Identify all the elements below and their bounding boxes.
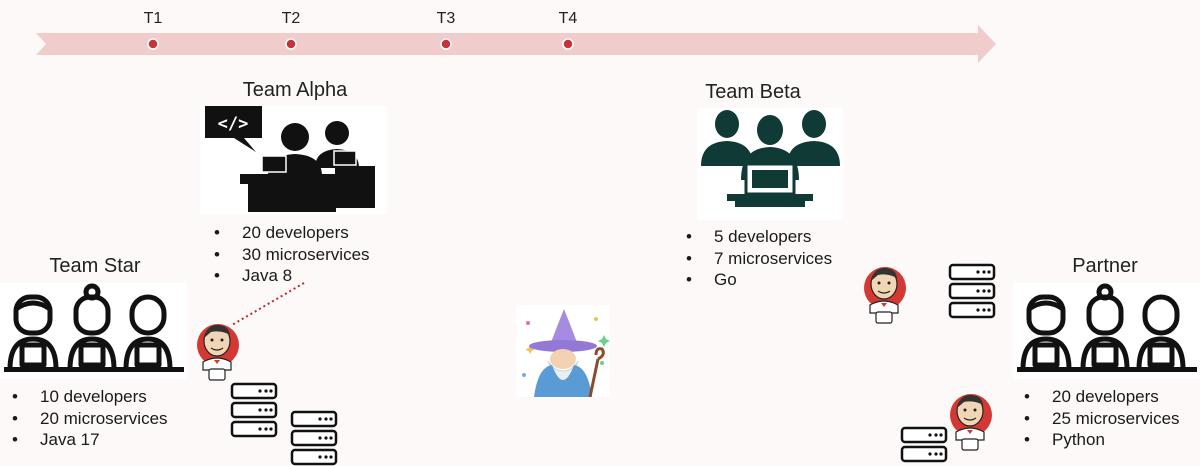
timeline-tick-label: T4 (558, 10, 578, 27)
timeline-tick-label: T2 (281, 10, 301, 27)
team-laptop-icon (701, 110, 840, 207)
developers-group-icon (4, 283, 184, 372)
developers-group-icon (1017, 283, 1197, 372)
list-item: 5 developers (684, 226, 832, 248)
timeline-tick-label: T1 (143, 10, 163, 27)
list-item: Go (684, 269, 832, 291)
team-star-title: Team Star (49, 255, 141, 277)
wizard-image (516, 305, 610, 397)
team-alpha-image: </> (200, 106, 387, 214)
list-item: 10 developers (10, 386, 168, 408)
team-star-facts: 10 developers 20 microservices Java 17 (10, 386, 168, 451)
list-item: Python (1022, 429, 1180, 451)
timeline-arrow (36, 25, 996, 63)
jenkins-butler-icon (864, 267, 906, 324)
svg-text:</>: </> (218, 114, 249, 134)
list-item: 20 developers (212, 222, 370, 244)
timeline (36, 25, 996, 63)
partner-title: Partner (1072, 255, 1138, 277)
list-item: 20 microservices (10, 408, 168, 430)
timeline-dot (147, 38, 159, 50)
server-stack-icon (948, 263, 996, 319)
list-item: 7 microservices (684, 248, 832, 270)
team-alpha-facts: 20 developers 30 microservices Java 8 (212, 222, 370, 287)
list-item: 20 developers (1022, 386, 1180, 408)
list-item: Java 17 (10, 429, 168, 451)
partner-image (1013, 283, 1200, 379)
team-beta-image (697, 108, 843, 220)
server-stack-icon (230, 382, 278, 438)
server-stack-icon (290, 410, 338, 466)
team-beta-facts: 5 developers 7 microservices Go (684, 226, 832, 291)
timeline-tick-label: T3 (436, 10, 456, 27)
list-item: 25 microservices (1022, 408, 1180, 430)
team-alpha-title: Team Alpha (242, 79, 348, 101)
list-item: 30 microservices (212, 244, 370, 266)
timeline-dot (440, 38, 452, 50)
dotted-link-line (231, 282, 305, 326)
wizard-icon (522, 309, 610, 397)
list-item: Java 8 (212, 265, 370, 287)
timeline-dot (562, 38, 574, 50)
team-beta-title: Team Beta (705, 81, 801, 103)
jenkins-butler-icon (197, 324, 239, 381)
server-stack-icon (900, 426, 948, 463)
developers-coding-icon: </> (205, 106, 375, 212)
timeline-dot (285, 38, 297, 50)
team-star-image (0, 283, 187, 379)
partner-facts: 20 developers 25 microservices Python (1022, 386, 1180, 451)
jenkins-butler-icon (950, 394, 992, 451)
